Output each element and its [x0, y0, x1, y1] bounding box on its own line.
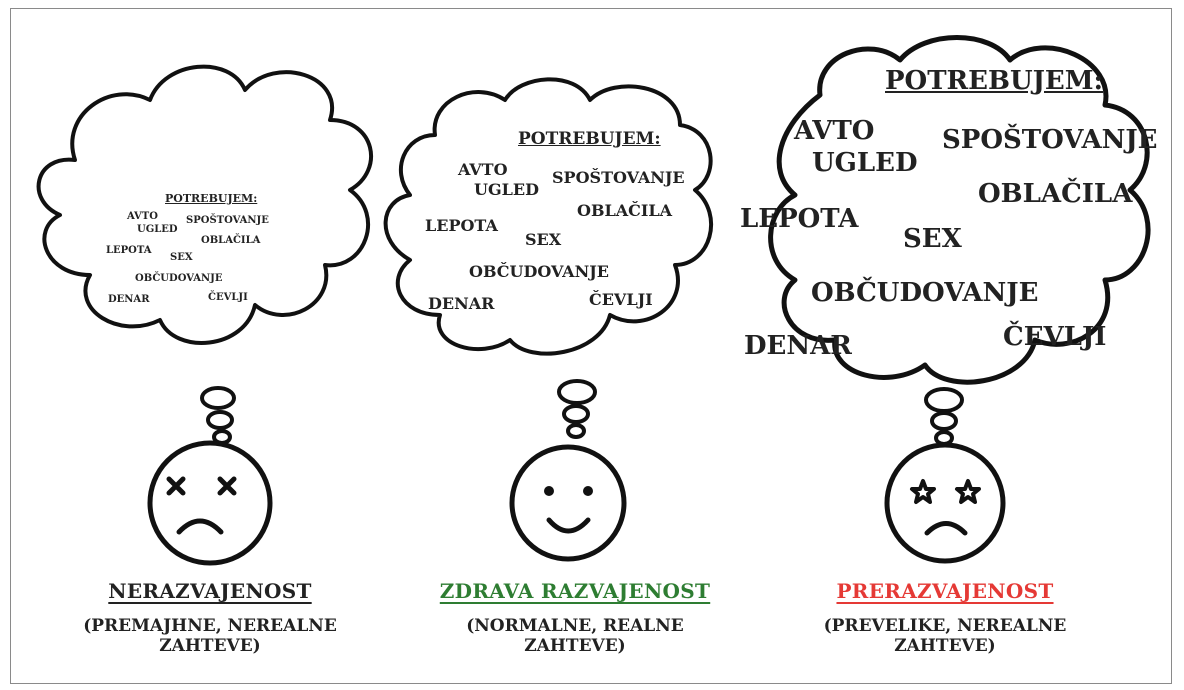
need-word-sex: SEX: [525, 230, 562, 249]
need-word-cevlji: ČEVLJI: [589, 290, 653, 309]
category-subtitle-line1: (PREMAJHNE, NEREALNE: [83, 616, 337, 636]
need-word-spostovanje: SPOŠTOVANJE: [186, 215, 269, 226]
need-word-denar: DENAR: [108, 294, 150, 305]
thought-cloud-1: [36, 64, 374, 345]
category-title: PRERAZVAJENOST: [836, 579, 1054, 603]
thought-cloud-3: [768, 35, 1151, 385]
need-word-ugled: UGLED: [812, 148, 918, 178]
thought-header: POTREBUJEM:: [885, 66, 1104, 96]
diagram-frame: [10, 8, 1172, 684]
need-word-cevlji: ČEVLJI: [208, 292, 248, 303]
need-word-avto: AVTO: [794, 116, 875, 146]
category-subtitle-line1: (PREVELIKE, NEREALNE: [823, 616, 1067, 636]
need-word-ugled: UGLED: [137, 224, 178, 235]
category-title: ZDRAVA RAZVAJENOST: [439, 579, 711, 603]
need-word-lepota: LEPOTA: [740, 204, 859, 234]
need-word-denar: DENAR: [744, 331, 852, 361]
need-word-oblacila: OBLAČILA: [577, 201, 673, 220]
need-word-obcudovanje: OBČUDOVANJE: [469, 262, 609, 281]
category-subtitle-line2: ZAHTEVE): [894, 635, 996, 656]
smiling-face-icon: [509, 444, 627, 562]
need-word-obcudovanje: OBČUDOVANJE: [135, 273, 223, 284]
need-word-spostovanje: SPOŠTOVANJE: [942, 125, 1158, 155]
need-word-obcudovanje: OBČUDOVANJE: [811, 278, 1039, 308]
need-word-sex: SEX: [903, 224, 962, 254]
category-subtitle-line2: ZAHTEVE): [524, 635, 626, 656]
need-word-ugled: UGLED: [474, 180, 539, 199]
category-title: NERAZVAJENOST: [108, 579, 312, 603]
caption-panel-1: NERAZVAJENOST (PREMAJHNE, NEREALNE ZAHTE…: [40, 580, 380, 656]
need-word-lepota: LEPOTA: [425, 216, 498, 235]
thought-cloud-2: [383, 77, 713, 356]
need-word-lepota: LEPOTA: [106, 245, 152, 256]
need-word-avto: AVTO: [458, 160, 508, 179]
need-word-avto: AVTO: [127, 211, 158, 222]
need-word-oblacila: OBLAČILA: [978, 179, 1133, 209]
caption-panel-2: ZDRAVA RAZVAJENOST (NORMALNE, REALNE ZAH…: [395, 580, 755, 656]
dizzy-x-eyes-face-icon: [147, 440, 273, 566]
star-eyes-face-icon: [884, 442, 1006, 564]
need-word-sex: SEX: [170, 252, 193, 263]
thought-header: POTREBUJEM:: [518, 129, 661, 149]
caption-panel-3: PRERAZVAJENOST (PREVELIKE, NEREALNE ZAHT…: [790, 580, 1100, 656]
need-word-cevlji: ČEVLJI: [1003, 322, 1107, 352]
need-word-denar: DENAR: [428, 294, 495, 313]
category-subtitle-line1: (NORMALNE, REALNE: [466, 616, 684, 636]
category-subtitle-line2: ZAHTEVE): [159, 635, 261, 656]
need-word-spostovanje: SPOŠTOVANJE: [552, 168, 685, 187]
need-word-oblacila: OBLAČILA: [201, 235, 261, 246]
thought-header: POTREBUJEM:: [165, 192, 258, 205]
